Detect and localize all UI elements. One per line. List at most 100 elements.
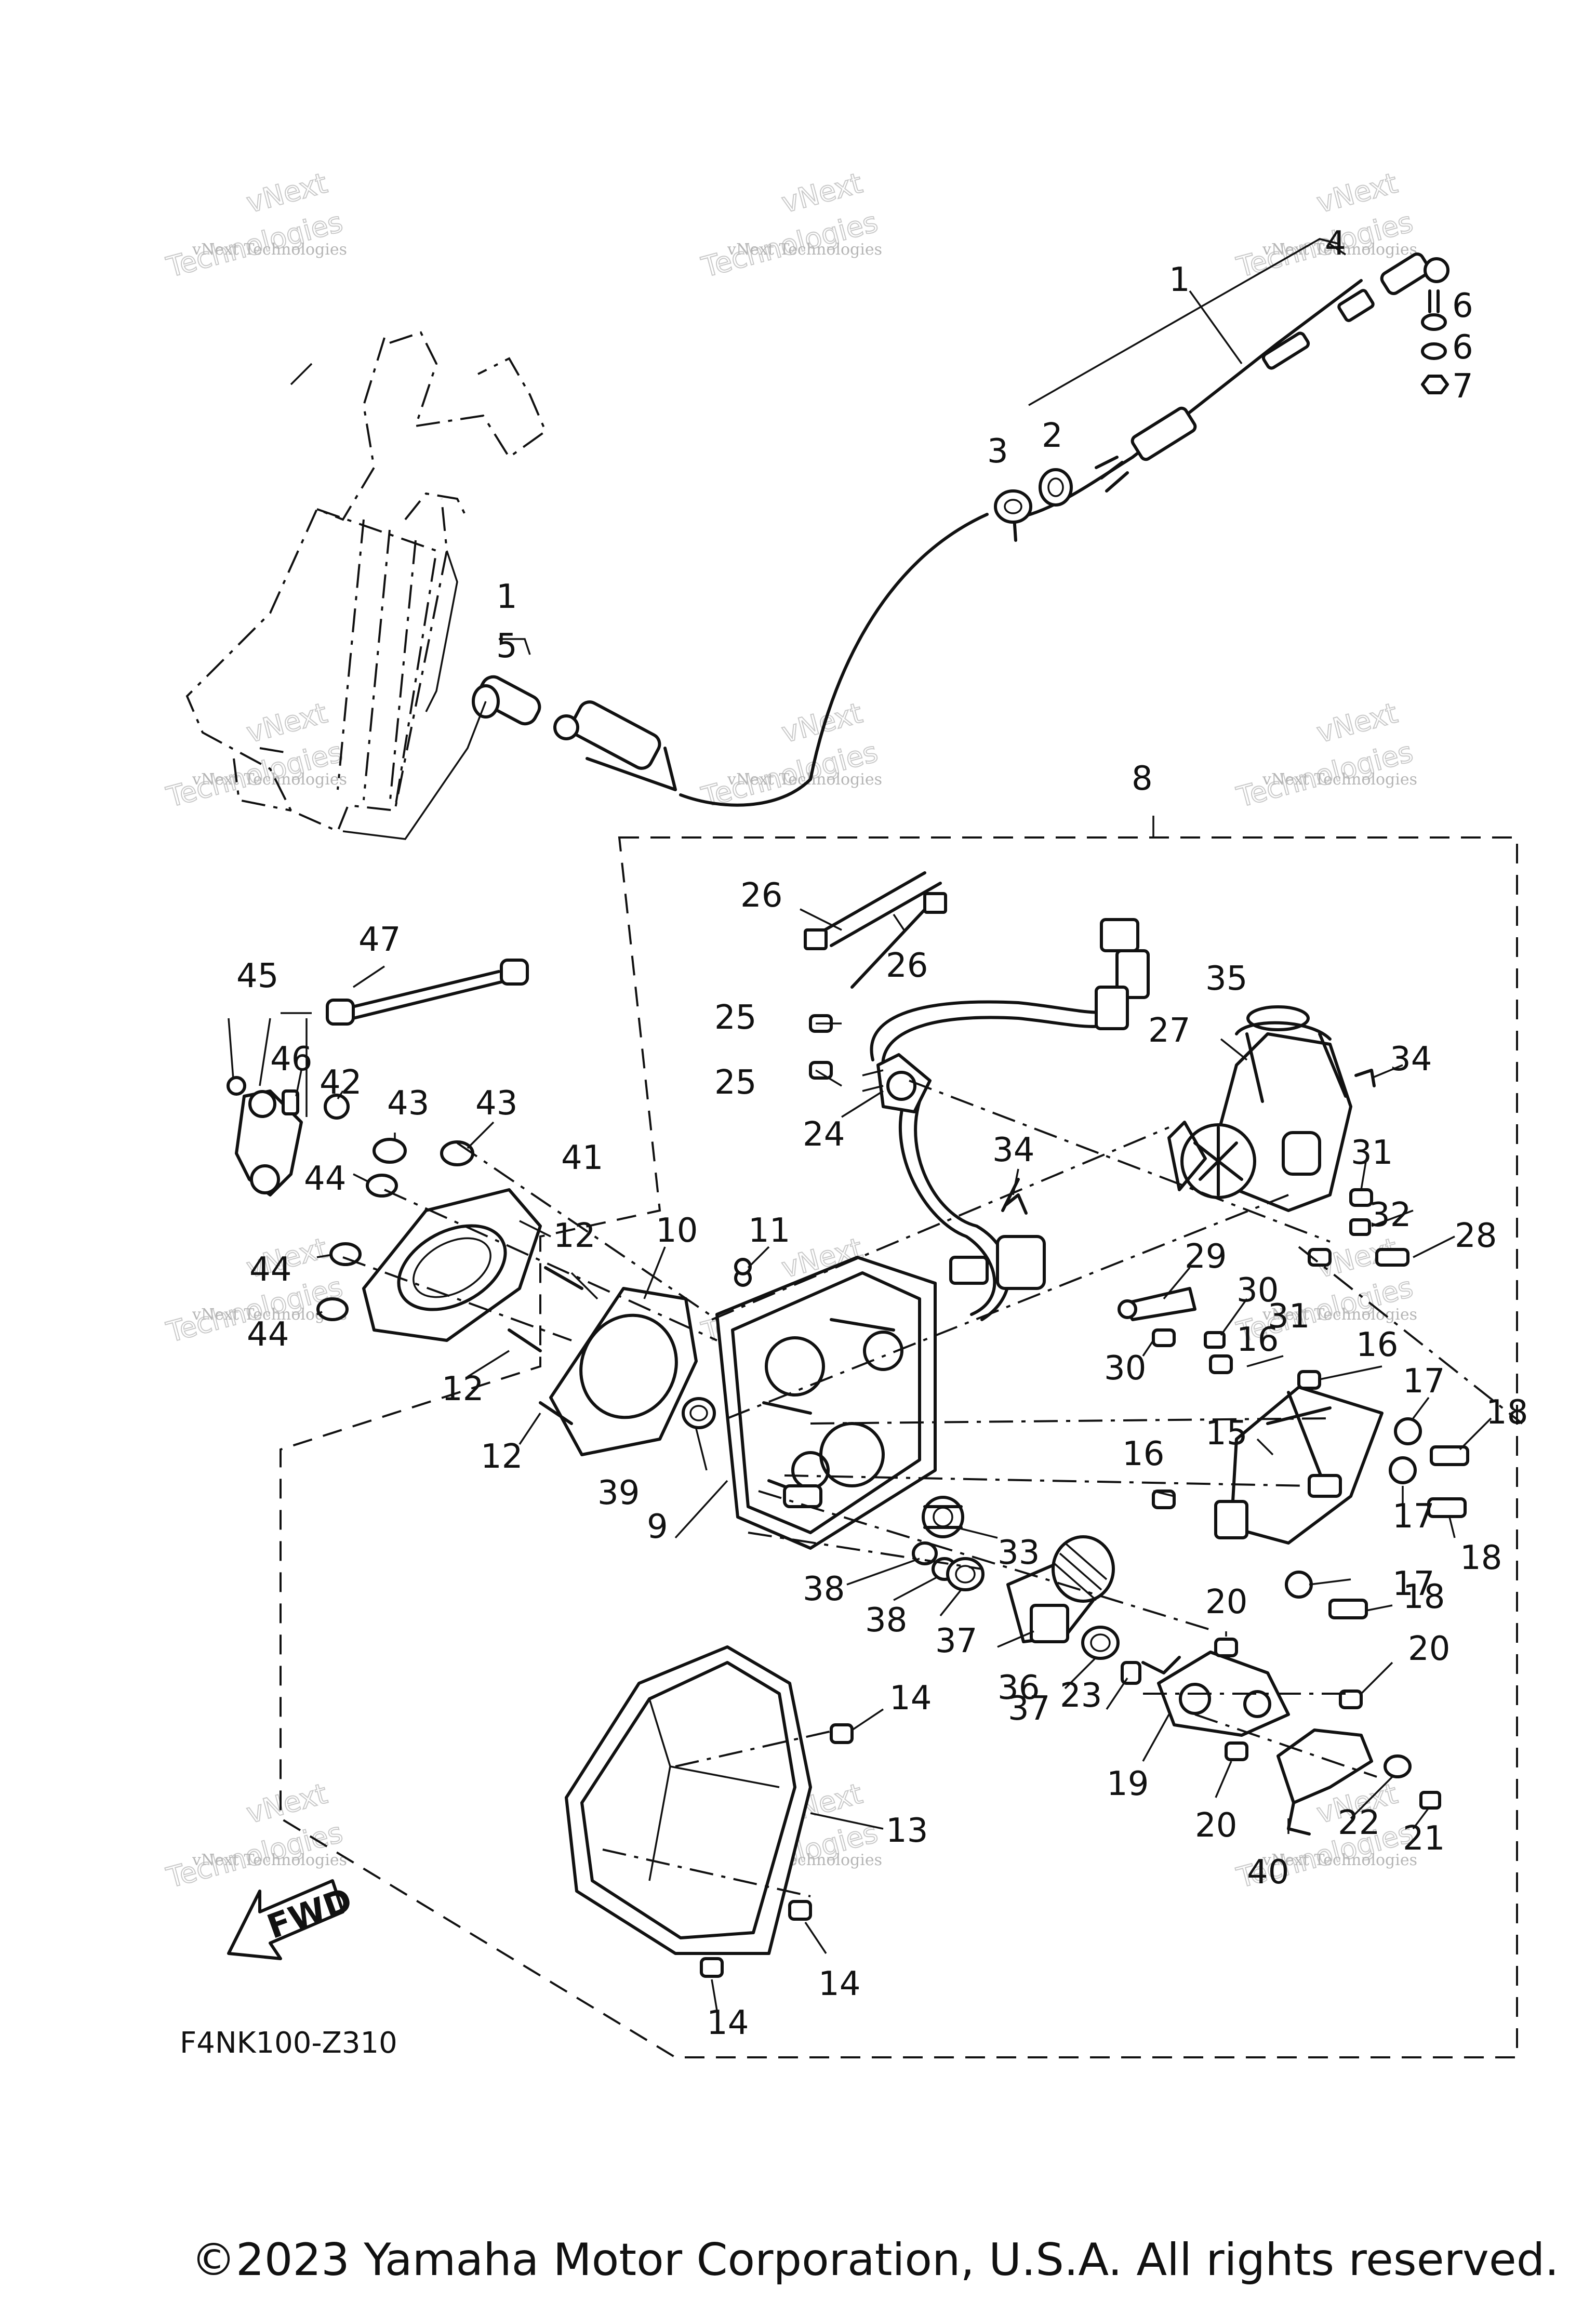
callout-24: 24 [803, 1115, 845, 1154]
callout-37: 37 [935, 1622, 977, 1660]
callout-25: 25 [714, 1063, 756, 1102]
washer-44c [316, 1297, 349, 1321]
callout-46: 46 [270, 1040, 312, 1079]
gear-33 [922, 1496, 964, 1538]
callout-47: 47 [358, 921, 401, 959]
callout-6: 6 [1452, 328, 1473, 367]
callout-20: 20 [1195, 1806, 1237, 1845]
bearing-37b [1081, 1626, 1120, 1660]
callout-30: 30 [1104, 1349, 1146, 1388]
nut-42 [324, 1094, 350, 1120]
callout-22: 22 [1338, 1804, 1380, 1842]
callout-26: 26 [740, 876, 782, 915]
callout-16: 16 [1122, 1435, 1164, 1473]
callout-35: 35 [1205, 960, 1247, 998]
callout-29: 29 [1185, 1238, 1227, 1276]
callout-31: 31 [1351, 1134, 1393, 1172]
callout-10: 10 [656, 1212, 698, 1250]
jet-pump-frame [185, 331, 547, 840]
callout-37: 37 [1008, 1690, 1050, 1728]
callout-44: 44 [249, 1251, 291, 1289]
callout-17: 17 [1392, 1565, 1434, 1603]
callout-18: 18 [1486, 1393, 1528, 1432]
callout-33: 33 [998, 1534, 1040, 1572]
callout-16: 16 [1236, 1321, 1279, 1359]
bolt-28 [1375, 1248, 1409, 1267]
callout-8: 8 [1132, 760, 1153, 798]
cable-tie-34a [1004, 1193, 1028, 1215]
callout-32: 32 [1369, 1196, 1411, 1234]
callout-13: 13 [886, 1812, 928, 1850]
seal-39 [682, 1397, 716, 1429]
watermark-text: vNext Technologies [1262, 1851, 1417, 1869]
callout-20: 20 [1408, 1630, 1450, 1668]
collar-17b [1389, 1456, 1417, 1484]
callout-25: 25 [714, 999, 756, 1037]
diagram-code: F4NK100-Z310 [180, 2026, 397, 2060]
callout-17: 17 [1403, 1362, 1445, 1401]
callout-41: 41 [561, 1139, 603, 1177]
callout-30: 30 [1236, 1271, 1279, 1310]
wire-harness [870, 918, 1150, 1321]
leader-lines [281, 238, 1492, 2011]
throttle-cable [472, 252, 1449, 807]
callout-40: 40 [1247, 1853, 1289, 1892]
collar-17a [1394, 1417, 1422, 1445]
watermark-text: vNext Technologies [192, 1851, 347, 1869]
callout-34: 34 [1390, 1040, 1432, 1079]
callout-7: 7 [1452, 367, 1473, 406]
actuator-27 [1167, 1021, 1352, 1212]
callout-19: 19 [1107, 1765, 1149, 1803]
bolt-20b [1339, 1690, 1363, 1709]
bolt-43b [440, 1140, 474, 1166]
callout-43: 43 [387, 1084, 429, 1123]
callout-44: 44 [247, 1315, 289, 1354]
screw-32 [1349, 1218, 1371, 1236]
link-rod-47 [326, 959, 529, 1026]
watermark-text: vNext Technologies [192, 770, 347, 789]
callout-42: 42 [320, 1063, 362, 1102]
bolt-31a [1349, 1188, 1373, 1207]
bolt-30a [1152, 1328, 1176, 1347]
assembly-lines [342, 1080, 1523, 1897]
o-ring-38a [912, 1541, 938, 1565]
cover-13 [565, 1645, 812, 1955]
o-ring-35 [1246, 1005, 1310, 1031]
callout-28: 28 [1455, 1217, 1497, 1255]
pin-23 [1121, 1661, 1141, 1685]
watermark-text: vNext Technologies [1262, 1306, 1417, 1324]
washer-6a [1421, 313, 1447, 331]
callout-18: 18 [1403, 1578, 1445, 1616]
watermark-text: vNext Technologies [1262, 770, 1417, 789]
watermark-text: vNext Technologies [727, 241, 882, 259]
bolt-20a [1214, 1638, 1238, 1657]
stud-12-group [508, 1266, 583, 1425]
callout-11: 11 [748, 1212, 790, 1250]
callout-5: 5 [496, 627, 517, 666]
callout-12: 12 [553, 1217, 595, 1255]
screw-14a [830, 1723, 854, 1744]
bolt-31b [1308, 1248, 1332, 1267]
callout-15: 15 [1205, 1414, 1247, 1453]
collar-3 [994, 489, 1032, 524]
washer-6b [1421, 342, 1447, 360]
assembly-boundary [280, 836, 1518, 2058]
gasket-41 [362, 1188, 542, 1342]
callout-2: 2 [1042, 417, 1063, 455]
callout-36: 36 [998, 1669, 1040, 1707]
callout-21: 21 [1403, 1819, 1445, 1858]
callout-38: 38 [803, 1570, 845, 1608]
callout-14: 14 [889, 1679, 932, 1718]
callout-26: 26 [886, 947, 928, 985]
cable-tie-34b [1354, 1069, 1376, 1087]
callout-6: 6 [1452, 287, 1473, 325]
callout-3: 3 [987, 432, 1008, 471]
callout-1: 1 [496, 578, 517, 616]
callout-16: 16 [1356, 1326, 1398, 1364]
gasket-10 [549, 1287, 698, 1456]
callout-38: 38 [865, 1601, 907, 1640]
bolt-43a [373, 1138, 407, 1164]
grommet-24 [862, 1053, 932, 1113]
